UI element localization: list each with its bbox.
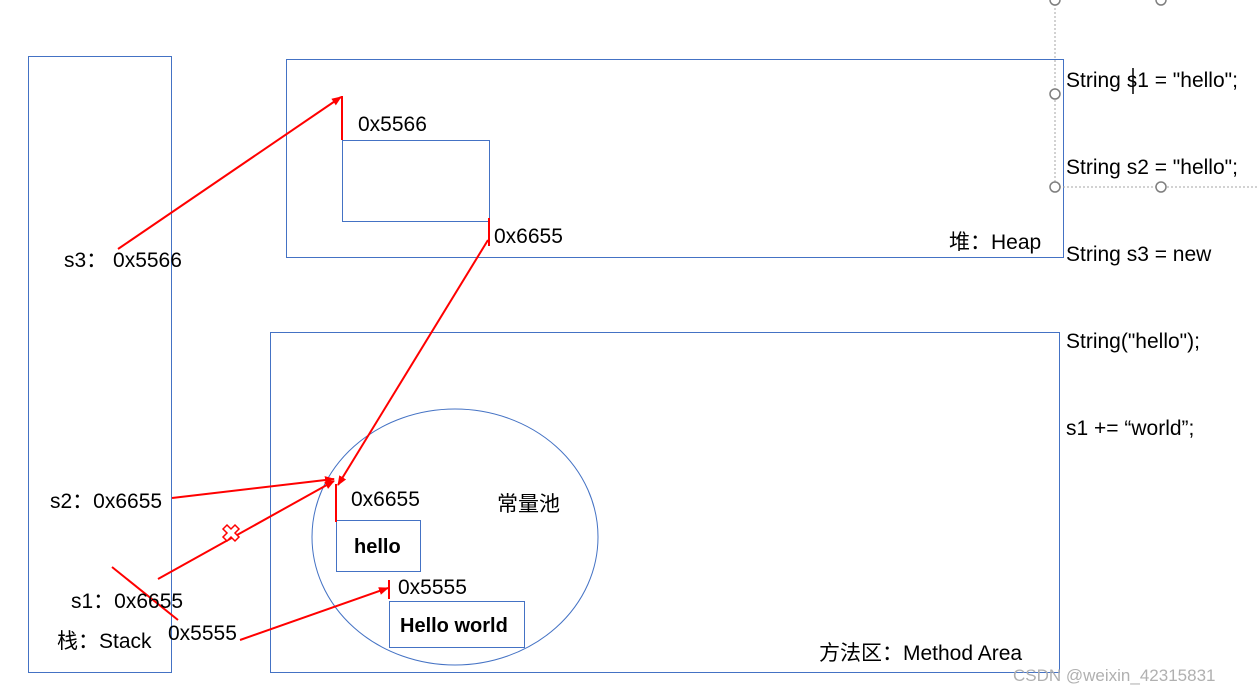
heap-title: 堆：Heap: [949, 231, 1042, 254]
resize-handle: [1049, 181, 1061, 193]
method-area-title: 方法区：Method Area: [819, 642, 1023, 665]
code-text-box[interactable]: String s1 = "hello"; String s2 = "hello"…: [1066, 8, 1238, 472]
hello-world-box: [389, 601, 525, 648]
arrow-s1-to-hello-old: [157, 480, 335, 580]
heap-region: [286, 59, 1064, 258]
arrow-s1-to-hello-world: [239, 587, 389, 641]
stack-title: 栈：Stack: [57, 630, 152, 653]
resize-handle: [1155, 181, 1167, 193]
code-line: String s2 = "hello";: [1066, 156, 1238, 179]
stack-region: [28, 56, 172, 673]
constant-pool-title: 常量池: [497, 493, 560, 516]
s1-strike-line: [111, 566, 179, 621]
code-line: String("hello");: [1066, 330, 1200, 353]
hello-box: [336, 520, 421, 572]
stack-var-s3: s3： 0x5566: [64, 249, 182, 272]
hello-world-address: 0x5555: [398, 576, 467, 599]
code-line: String s1 = "hello";: [1066, 69, 1238, 92]
arrow-s2-to-hello: [171, 476, 335, 499]
arrow-s3-to-heap: [117, 96, 342, 250]
stack-var-s2: s2：0x6655: [50, 490, 163, 513]
arrow-heap-to-hello: [337, 239, 489, 486]
stack-s1-new-address: 0x5555: [168, 622, 237, 645]
method-area-region: [270, 332, 1060, 673]
resize-handle: [1049, 88, 1061, 100]
heap-object-address: 0x5566: [358, 113, 427, 136]
code-line: String s3 = new: [1066, 243, 1212, 266]
watermark: CSDN @weixin_42315831: [1013, 666, 1216, 685]
heap-object-value: 0x6655: [494, 225, 563, 248]
code-line: s1 += “world”;: [1066, 417, 1195, 440]
constant-pool-circle: [311, 408, 599, 666]
resize-handle: [1049, 0, 1061, 6]
resize-handle: [1155, 0, 1167, 6]
hello-address: 0x6655: [351, 488, 420, 511]
cross-icon: [221, 523, 241, 543]
stack-var-s1: s1：0x6655: [71, 590, 184, 613]
hello-value: hello: [354, 536, 401, 558]
heap-object-box: [342, 140, 490, 222]
hello-world-value: Hello world: [400, 615, 508, 637]
